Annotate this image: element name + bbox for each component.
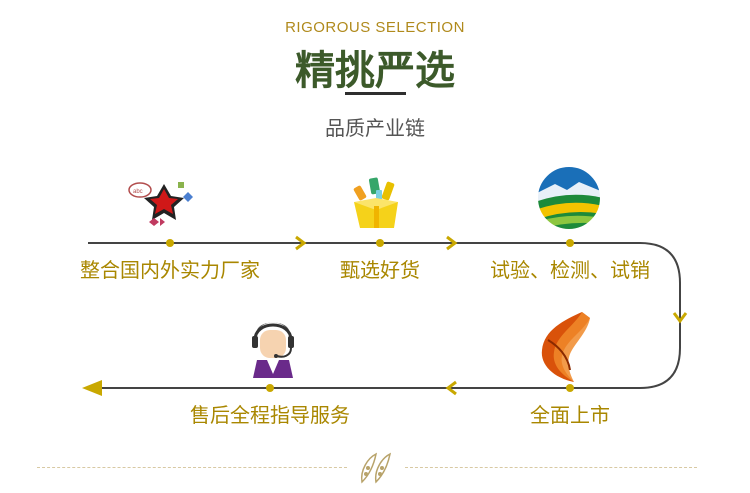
pea-pod-icon bbox=[360, 452, 392, 484]
brand-logos-icon: abc bbox=[128, 182, 193, 226]
section-subtitle: 品质产业链 bbox=[325, 116, 425, 140]
step-label: 全面上市 bbox=[530, 403, 610, 427]
step-label: 售后全程指导服务 bbox=[190, 403, 350, 427]
chevron-right-icon bbox=[446, 235, 458, 251]
gift-box-icon bbox=[353, 177, 398, 228]
arrow-left-icon bbox=[82, 380, 102, 396]
flow-dot bbox=[566, 239, 574, 247]
step-label: 甄选好货 bbox=[340, 258, 420, 282]
ribbon-swirl-icon bbox=[541, 312, 590, 382]
step-label: 整合国内外实力厂家 bbox=[80, 258, 260, 282]
footer-divider-left bbox=[37, 467, 347, 468]
flow-dot bbox=[566, 384, 574, 392]
chevron-down-icon bbox=[672, 312, 688, 324]
section-kicker: RIGOROUS SELECTION bbox=[285, 19, 465, 36]
flow-dot bbox=[376, 239, 384, 247]
customer-service-icon bbox=[252, 322, 294, 378]
section-title: 精挑严选 bbox=[295, 47, 455, 94]
step-label: 试验、检测、试销 bbox=[490, 258, 650, 282]
title-underline bbox=[345, 92, 406, 95]
flow-dot bbox=[166, 239, 174, 247]
svg-text:abc: abc bbox=[133, 189, 143, 195]
flow-dot bbox=[266, 384, 274, 392]
field-landscape-icon bbox=[536, 165, 602, 231]
footer-divider-right bbox=[405, 467, 697, 468]
chevron-left-icon bbox=[445, 380, 457, 396]
chevron-right-icon bbox=[295, 235, 307, 251]
